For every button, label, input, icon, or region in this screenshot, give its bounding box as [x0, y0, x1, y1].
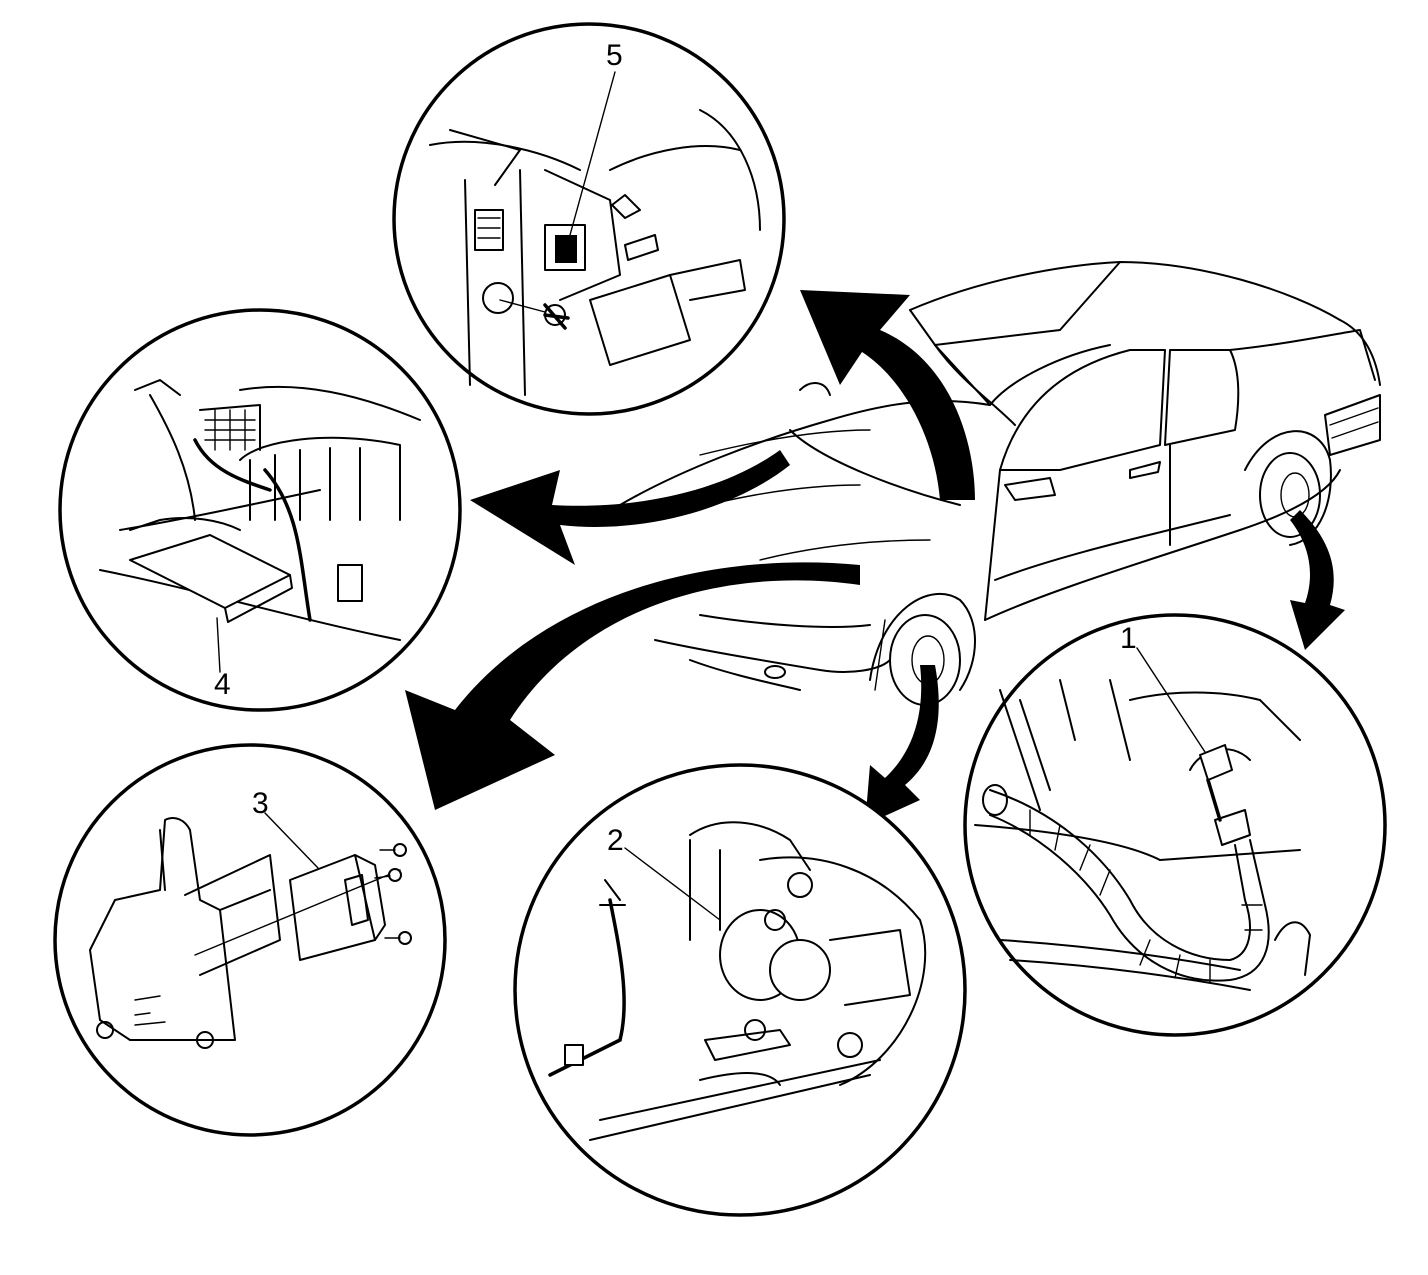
- detail-view-1: [963, 613, 1387, 1037]
- callout-5: 5: [606, 39, 623, 72]
- callout-3: 3: [252, 787, 269, 820]
- arrow-to-callout-4: [470, 450, 790, 565]
- detail-view-2: [513, 763, 967, 1217]
- callout-1: 1: [1120, 622, 1137, 655]
- detail-view-5: [392, 22, 786, 416]
- arrow-to-callout-1: [1290, 510, 1345, 650]
- arrow-to-callout-5: [800, 290, 975, 500]
- callout-2: 2: [607, 824, 624, 857]
- detail-view-3: [53, 743, 447, 1137]
- callout-4: 4: [214, 668, 231, 701]
- detail-view-4: [58, 308, 462, 712]
- arrow-to-callout-3: [405, 562, 860, 810]
- arrow-to-callout-2: [865, 665, 939, 825]
- callout-labels: 1 2 3 4 5: [214, 39, 1137, 857]
